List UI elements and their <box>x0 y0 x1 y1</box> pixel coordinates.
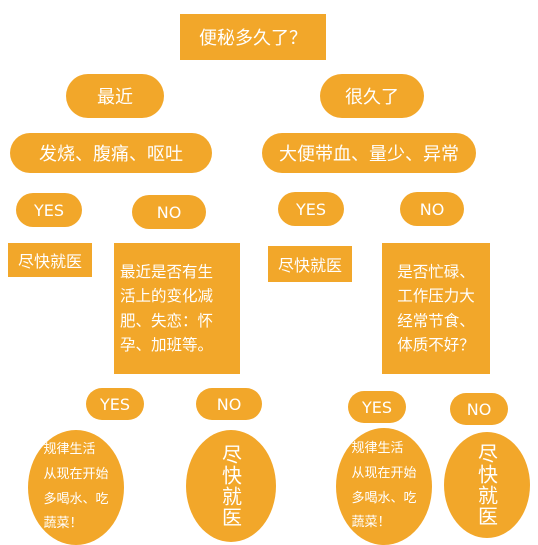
recent-yes-node: YES <box>16 193 82 227</box>
recent-q-no-node: NO <box>196 388 262 420</box>
long-q-no-node: NO <box>450 393 508 425</box>
long-no-node: NO <box>400 192 464 226</box>
long-doctor-leaf: 尽快就医 <box>444 432 530 538</box>
root-question: 便秘多久了？ <box>180 14 326 60</box>
long-q-yes-node: YES <box>348 391 406 423</box>
symptom-long: 大便带血、量少、异常 <box>262 133 476 173</box>
long-advice-leaf: 规律生活 从现在开始 多喝水、吃 蔬菜！ <box>336 428 432 545</box>
recent-doctor-leaf: 尽快就医 <box>186 430 276 542</box>
recent-no-question: 最近是否有生 活上的变化减 肥、失恋：怀 孕、加班等。 <box>114 243 240 374</box>
recent-advice-leaf: 规律生活 从现在开始 多喝水、吃 蔬菜！ <box>28 430 124 545</box>
branch-long: 很久了 <box>320 74 424 118</box>
long-yes-result: 尽快就医 <box>268 246 352 282</box>
long-no-question: 是否忙碌、 工作压力大 经常节食、 体质不好？ <box>382 243 490 374</box>
recent-q-yes-node: YES <box>86 388 144 420</box>
long-yes-node: YES <box>278 192 344 226</box>
recent-yes-result: 尽快就医 <box>8 243 92 277</box>
symptom-recent: 发烧、腹痛、呕吐 <box>10 133 212 173</box>
recent-no-node: NO <box>132 195 206 229</box>
branch-recent: 最近 <box>66 74 164 118</box>
